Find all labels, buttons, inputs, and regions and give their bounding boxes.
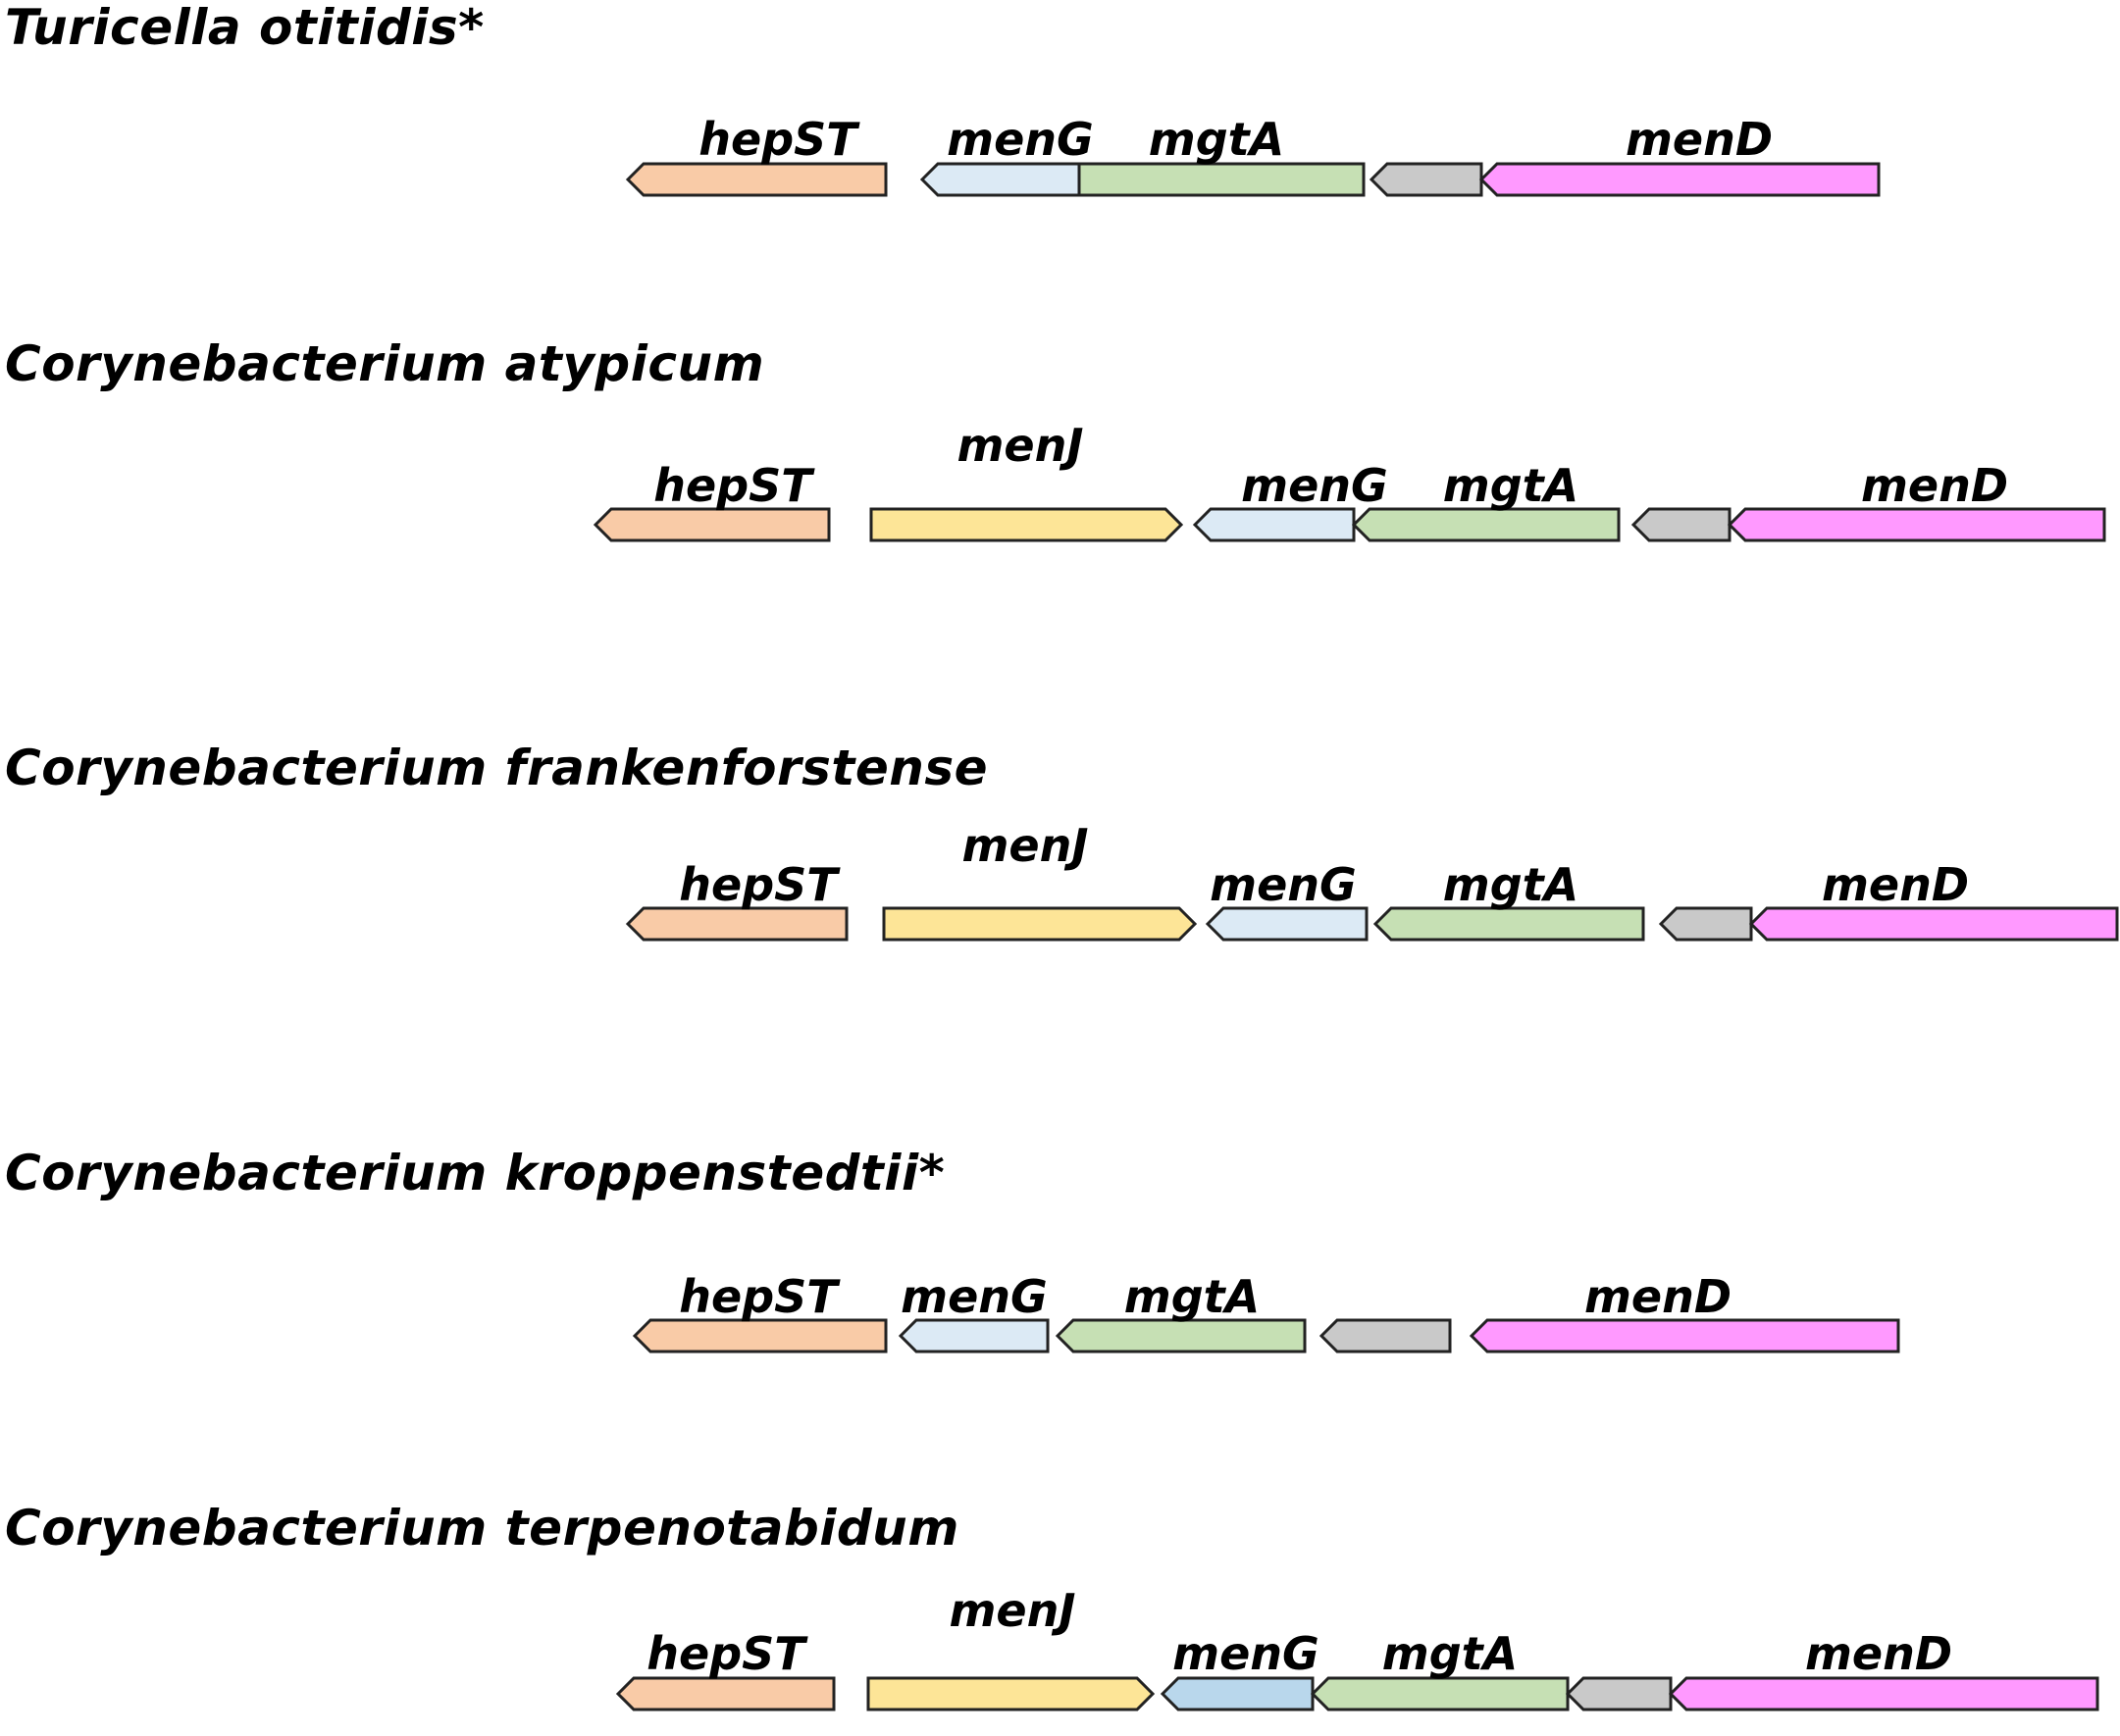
gene-label-hepst: hepST: [698, 113, 860, 166]
gene-arrow-meng: [1160, 1676, 1315, 1711]
gene-arrow-mgta: [1055, 1318, 1307, 1353]
gene-arrow-mgta: [1077, 162, 1366, 197]
gene-arrow-mgta: [1351, 507, 1621, 542]
gene-cluster-row: Corynebacterium atypicum hepST menJ menG mgt…: [5, 335, 2106, 542]
gene-arrow-hepst: [625, 906, 849, 942]
gene-arrow-meng: [1192, 507, 1356, 542]
gene-arrow-mend: [1748, 906, 2119, 942]
gene-label-hepst: hepST: [679, 858, 841, 911]
gene-label-meng: menG: [1241, 459, 1388, 512]
gene-arrow-mend: [1727, 507, 2106, 542]
gene-arrow-menj: [866, 1676, 1156, 1711]
gene-label-hepst: hepST: [679, 1270, 841, 1323]
gene-label-mend: menD: [1861, 459, 2008, 512]
gene-cluster-row: Corynebacterium frankenforstense hepST men…: [5, 740, 2119, 942]
gene-label-mgta: mgtA: [1149, 113, 1284, 166]
gene-cluster-row: Turicella otitidis* hepST menG mgtA menD: [5, 0, 1881, 197]
gene-cluster-row: Corynebacterium kroppenstedtii* hepST menG…: [5, 1145, 1900, 1353]
gene-arrow-meng: [1205, 906, 1369, 942]
gene-arrow-hepst: [632, 1318, 888, 1353]
gene-label-hepst: hepST: [653, 459, 815, 512]
gene-label-menj: menJ: [962, 819, 1089, 872]
gene-arrow-unlabeled: [1319, 1318, 1452, 1353]
gene-arrow-meng: [898, 1318, 1050, 1353]
gene-label-mend: menD: [1584, 1270, 1732, 1323]
gene-label-menj: menJ: [957, 419, 1084, 472]
gene-label-hepst: hepST: [646, 1627, 808, 1680]
gene-label-menj: menJ: [950, 1584, 1076, 1637]
species-name: Turicella otitidis*: [5, 0, 485, 56]
gene-arrow-mgta: [1310, 1676, 1570, 1711]
gene-label-mend: menD: [1822, 858, 1969, 911]
gene-arrow-unlabeled: [1630, 507, 1732, 542]
gene-label-meng: menG: [901, 1270, 1048, 1323]
gene-label-mgta: mgtA: [1443, 459, 1578, 512]
gene-arrow-mend: [1469, 1318, 1900, 1353]
gene-label-meng: menG: [1172, 1627, 1319, 1680]
gene-arrow-mend: [1478, 162, 1881, 197]
gene-arrow-unlabeled: [1658, 906, 1753, 942]
gene-label-mend: menD: [1805, 1627, 1952, 1680]
gene-arrow-meng: [919, 162, 1081, 197]
gene-cluster-row: Corynebacterium terpenotabidum hepST menJ m…: [5, 1500, 2099, 1711]
gene-arrow-unlabeled: [1565, 1676, 1673, 1711]
gene-label-mend: menD: [1626, 113, 1773, 166]
gene-label-meng: menG: [1210, 858, 1357, 911]
gene-arrow-mgta: [1372, 906, 1645, 942]
gene-label-mgta: mgtA: [1382, 1627, 1518, 1680]
gene-arrow-hepst: [625, 162, 888, 197]
gene-label-mgta: mgtA: [1124, 1270, 1260, 1323]
gene-arrow-hepst: [615, 1676, 836, 1711]
gene-arrow-mend: [1668, 1676, 2099, 1711]
gene-arrow-unlabeled: [1369, 162, 1483, 197]
gene-arrow-menj: [882, 906, 1198, 942]
species-name: Corynebacterium terpenotabidum: [5, 1500, 959, 1557]
gene-arrow-menj: [869, 507, 1184, 542]
species-name: Corynebacterium atypicum: [5, 335, 764, 392]
gene-label-mgta: mgtA: [1443, 858, 1578, 911]
gene-label-meng: menG: [947, 113, 1094, 166]
gene-arrow-hepst: [593, 507, 831, 542]
species-name: Corynebacterium kroppenstedtii*: [5, 1145, 945, 1201]
species-name: Corynebacterium frankenforstense: [5, 740, 988, 796]
